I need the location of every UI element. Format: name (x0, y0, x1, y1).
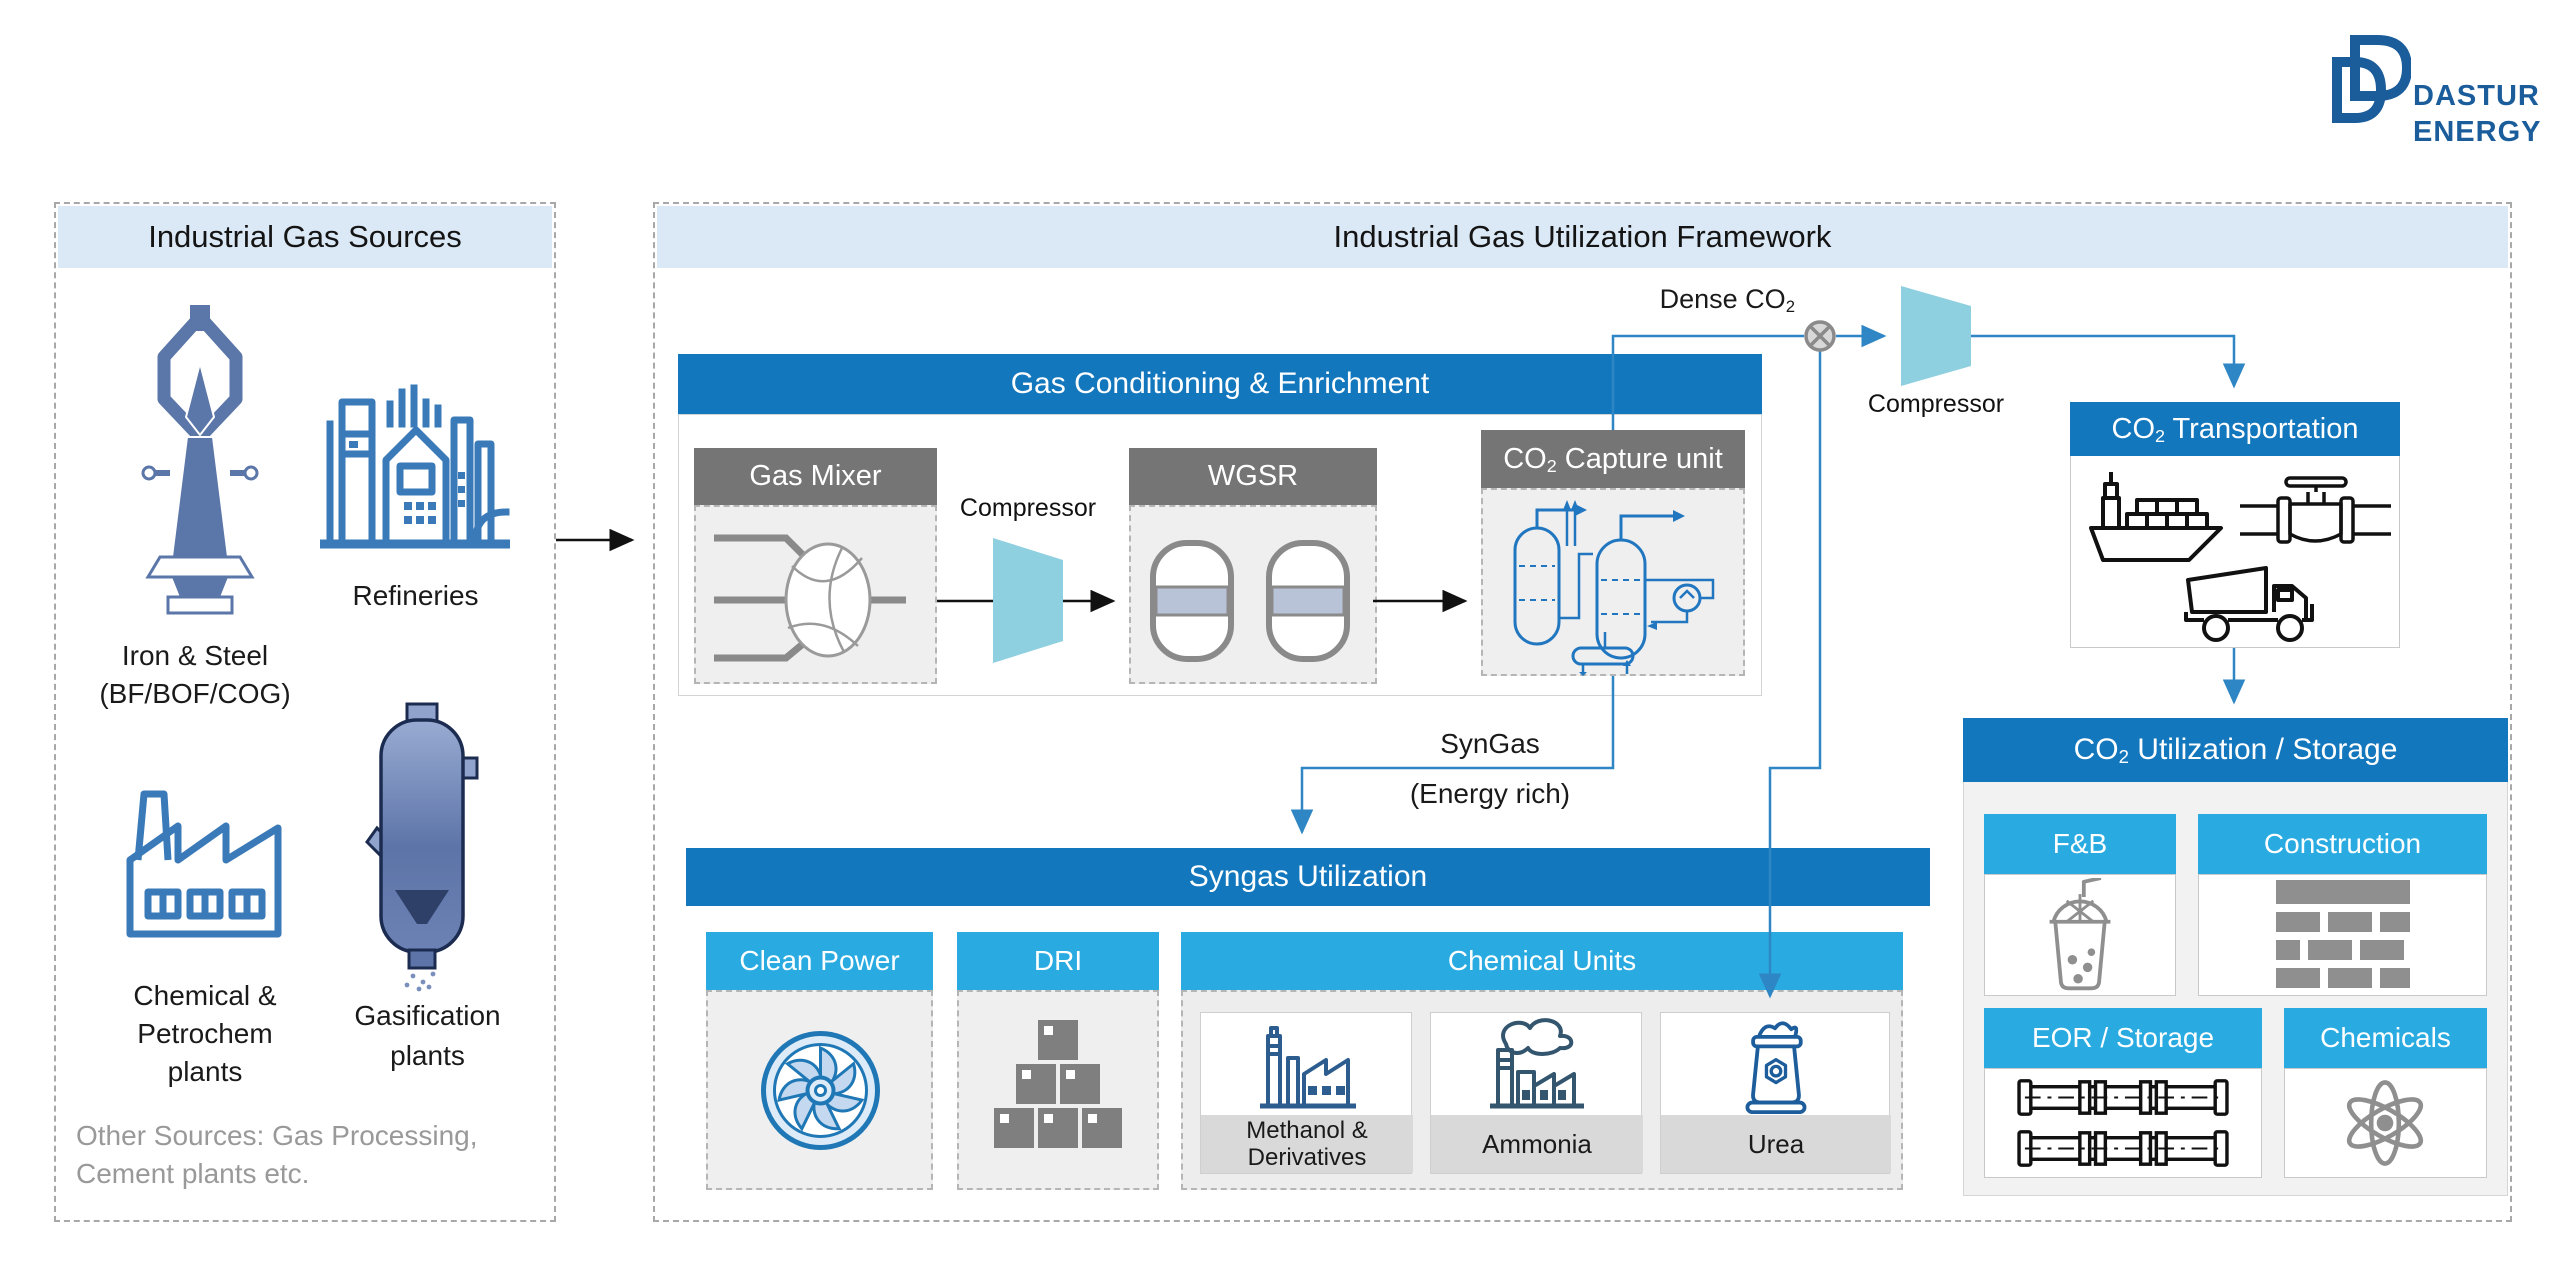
gasification-plant-icon (365, 702, 479, 992)
logo-text-dastur: DASTUR (2413, 80, 2540, 112)
chemical-petrochem-icon (126, 790, 282, 938)
pipeline-eor-icon (2017, 1079, 2229, 1167)
blast-furnace-icon (141, 305, 259, 615)
construction-header: Construction (2198, 814, 2487, 874)
co2-utilization-header: CO2 Utilization / Storage (1963, 718, 2508, 782)
chemical-label-line2: Petrochem (137, 1018, 273, 1049)
co2-capture-body (1481, 488, 1745, 676)
other-sources-line1: Other Sources: Gas Processing, (76, 1120, 478, 1151)
dastur-energy-logo: DASTUR ENERGY (2325, 30, 2555, 170)
co2-transportation-header: CO2 Transportation (2070, 402, 2400, 456)
dense-co2-label: Dense CO2 (1659, 284, 1795, 316)
compressor-2-label: Compressor (1867, 390, 2005, 418)
dri-header: DRI (957, 932, 1159, 990)
gas-mixer-header: Gas Mixer (694, 448, 937, 505)
methanol-card: Methanol & Derivatives (1200, 1012, 1413, 1174)
chemical-label-line3: plants (167, 1056, 243, 1087)
co2-capture-header: CO2 Capture unit (1481, 430, 1745, 488)
clean-power-header: Clean Power (706, 932, 933, 990)
framework-panel-title: Industrial Gas Utilization Framework (657, 206, 2508, 268)
iron-steel-label-line1: Iron & Steel (121, 640, 269, 671)
refineries-label: Refineries (352, 580, 479, 611)
ammonia-label: Ammonia (1431, 1115, 1643, 1173)
gas-mixer-icon (714, 534, 906, 662)
methanol-plant-icon (1260, 1026, 1356, 1109)
sources-panel-title: Industrial Gas Sources (58, 206, 552, 268)
chemicals-header: Chemicals (2284, 1008, 2487, 1068)
fnb-header: F&B (1984, 814, 2176, 874)
gas-conditioning-title-bar: Gas Conditioning & Enrichment (678, 354, 1762, 414)
syngas-label-line1: SynGas (1440, 728, 1540, 759)
truck-icon (2184, 566, 2314, 642)
chemical-label-line1: Chemical & (133, 980, 277, 1011)
wgsr-header: WGSR (1129, 448, 1377, 505)
pipeline-valve-icon (2240, 476, 2391, 544)
drink-cup-icon (2049, 878, 2111, 991)
gasification-label-line1: Gasification (354, 1000, 501, 1031)
syngas-utilization-bar: Syngas Utilization (686, 848, 1930, 906)
dri-cubes-icon (994, 1020, 1122, 1148)
ship-icon (2089, 472, 2223, 562)
industrial-gas-sources-panel: Industrial Gas Sources (54, 202, 556, 1222)
eor-storage-header: EOR / Storage (1984, 1008, 2262, 1068)
chemical-units-header: Chemical Units (1181, 932, 1903, 990)
gasification-label-line2: plants (390, 1040, 465, 1071)
urea-label: Urea (1661, 1115, 1891, 1173)
logo-text-energy: ENERGY (2413, 116, 2542, 148)
brick-wall-icon (2276, 880, 2410, 988)
methanol-label: Methanol & Derivatives (1201, 1115, 1413, 1173)
turbine-fan-icon (761, 1031, 880, 1150)
co2-capture-schematic-icon (1513, 500, 1715, 676)
syngas-label-line2: (Energy rich) (1409, 778, 1571, 809)
dastur-logo-mark-icon (2332, 35, 2411, 123)
atom-icon (2346, 1080, 2424, 1166)
refineries-icon (320, 384, 510, 549)
other-sources-line2: Cement plants etc. (76, 1158, 310, 1189)
wgsr-vessels-icon (1150, 540, 1350, 662)
ammonia-plant-icon (1490, 1018, 1584, 1109)
iron-steel-label-line2: (BF/BOF/COG) (99, 678, 291, 709)
compressor-1-label: Compressor (959, 494, 1097, 522)
urea-bag-icon (1745, 1021, 1807, 1114)
urea-card: Urea (1660, 1012, 1891, 1174)
